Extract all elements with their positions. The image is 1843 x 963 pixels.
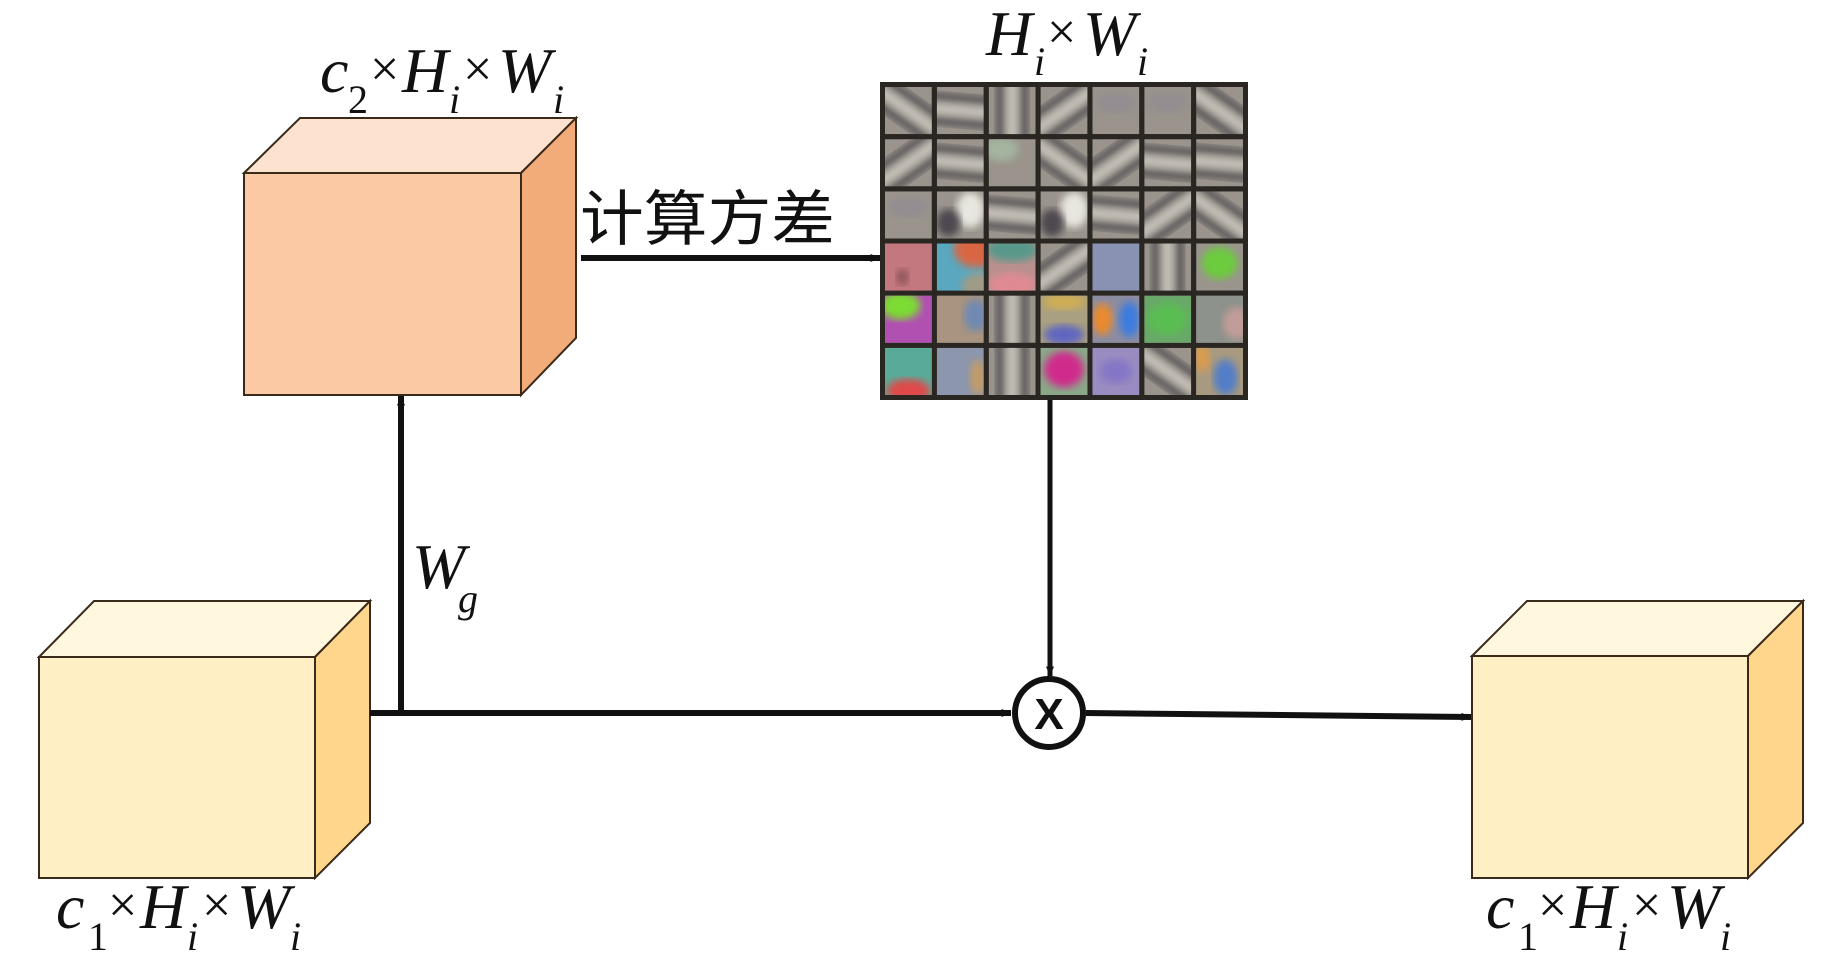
times-2: × — [463, 41, 492, 98]
dim-w-sub: i — [1720, 914, 1731, 959]
filter-cell — [988, 139, 1036, 187]
cube-front-face — [38, 656, 316, 879]
filter-cell — [1144, 295, 1192, 343]
filter-cell — [936, 191, 984, 239]
filter-cell — [1040, 347, 1088, 395]
dim-h-sub: i — [449, 77, 460, 122]
arrow-to-output — [1085, 710, 1472, 721]
cube-top-face — [36, 600, 373, 658]
filter-cell — [988, 191, 1036, 239]
filter-cell — [885, 243, 932, 291]
grid-background — [880, 82, 1248, 400]
filter-cell — [1144, 87, 1192, 135]
multiply-node: X — [1012, 676, 1086, 750]
weight-label: W g — [412, 531, 478, 621]
filter-cell — [885, 191, 932, 239]
cube-top-face — [1469, 600, 1806, 657]
filter-cell — [988, 243, 1036, 291]
dim-h: H — [985, 0, 1036, 69]
filter-cell — [1040, 139, 1088, 187]
filter-cell — [936, 139, 984, 187]
filter-cell — [1040, 191, 1088, 239]
times-1: × — [370, 41, 399, 98]
conv-feature-cube — [241, 115, 579, 398]
filter-cell — [1196, 191, 1243, 239]
filter-cell — [885, 295, 932, 343]
filter-cell — [1196, 295, 1243, 343]
dim-h-sub: i — [1034, 39, 1045, 84]
dim-w: W — [1667, 871, 1726, 942]
filter-cell — [936, 243, 984, 291]
input-feature-cube — [36, 598, 373, 881]
output-feature-cube — [1469, 598, 1806, 881]
dim-c: c — [1486, 871, 1514, 942]
filter-cell — [936, 87, 984, 135]
weight-symbol: W — [412, 531, 471, 602]
filter-cell — [885, 87, 932, 135]
times-1: × — [1538, 877, 1567, 934]
multiply-circle — [1012, 676, 1086, 750]
filter-cell — [1092, 295, 1140, 343]
filter-cell — [1092, 243, 1140, 291]
times-2: × — [202, 877, 231, 934]
dim-h: H — [401, 35, 452, 106]
filter-cell — [1092, 347, 1140, 395]
variance-label: 计算方差 — [580, 185, 835, 255]
dim-h-sub: i — [187, 914, 198, 959]
dim-h: H — [1569, 871, 1620, 942]
cube-top-face — [241, 117, 579, 174]
filter-cell — [1144, 191, 1192, 239]
filter-cell — [936, 295, 984, 343]
cube-front-face — [243, 172, 522, 396]
variance-map-label: H i × W i — [985, 0, 1148, 84]
dim-h: H — [139, 871, 190, 942]
dim-h-sub: i — [1617, 914, 1628, 959]
filter-cell — [1196, 139, 1243, 187]
times: × — [1047, 4, 1076, 61]
dim-w: W — [1083, 0, 1142, 69]
filter-cell — [988, 347, 1036, 396]
variance-map-grid — [880, 82, 1248, 400]
cube-front-face — [1471, 655, 1749, 879]
dim-w-sub: i — [290, 914, 301, 959]
filter-cell — [1040, 295, 1088, 343]
multiply-symbol: X — [1034, 690, 1063, 739]
dim-c-sub: 1 — [1518, 914, 1538, 959]
filter-cell — [1092, 139, 1140, 187]
filter-cell — [1144, 139, 1192, 187]
filter-cell — [988, 295, 1036, 343]
filter-cell — [1196, 347, 1243, 396]
filter-cell — [1040, 243, 1088, 291]
filter-cell — [1144, 347, 1192, 396]
dim-w-sub: i — [1137, 39, 1148, 84]
dim-c: c — [320, 35, 348, 106]
output-cube-label: c 1 × H i × W i — [1486, 871, 1731, 959]
filter-cell — [1196, 87, 1243, 135]
dim-w-sub: i — [553, 77, 564, 122]
filter-cell — [1040, 87, 1088, 135]
feature-cube-label: c 2 × H i × W i — [320, 35, 564, 122]
filter-cell — [885, 347, 932, 396]
filter-cell — [1092, 87, 1140, 135]
filter-cell — [1196, 243, 1243, 291]
filter-cell — [885, 139, 932, 187]
filter-cell — [988, 87, 1036, 135]
filter-cell — [1144, 243, 1192, 291]
dim-w: W — [498, 35, 557, 106]
times-2: × — [1632, 877, 1661, 934]
dim-c: c — [56, 871, 84, 942]
input-cube-label: c 1 × H i × W i — [56, 871, 301, 959]
filter-cell — [1092, 191, 1140, 239]
dim-w: W — [237, 871, 296, 942]
times-1: × — [108, 877, 137, 934]
dim-c-sub: 1 — [88, 914, 108, 959]
dim-c-sub: 2 — [348, 77, 368, 122]
weight-subscript: g — [458, 576, 478, 621]
filter-cell — [936, 347, 984, 396]
